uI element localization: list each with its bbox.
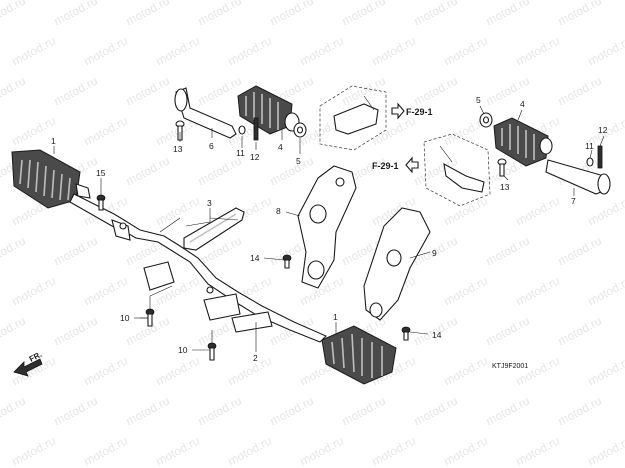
callout-9: 9 bbox=[432, 248, 437, 258]
reference-label-lower: F-29-1 bbox=[372, 161, 399, 171]
callout-7: 7 bbox=[571, 196, 576, 206]
front-direction-arrow-icon bbox=[13, 358, 43, 377]
passenger-step-arm-right bbox=[545, 159, 611, 195]
reference-label-upper: F-29-1 bbox=[406, 107, 433, 117]
leader-lines bbox=[53, 105, 605, 352]
callout-13-right: 13 bbox=[500, 182, 510, 192]
bolt-14-lower bbox=[401, 326, 411, 341]
ref-arrow-lower-icon bbox=[405, 156, 419, 174]
pin-left bbox=[238, 125, 246, 135]
cotter-pin-right bbox=[597, 145, 603, 169]
callout-13-left: 13 bbox=[173, 144, 183, 154]
callout-12-right: 12 bbox=[598, 125, 608, 135]
callout-14-lower: 14 bbox=[432, 330, 442, 340]
pin-right bbox=[586, 157, 594, 167]
callout-10-upper: 10 bbox=[120, 313, 130, 323]
right-step-rubber bbox=[321, 325, 397, 385]
callout-5-left: 5 bbox=[296, 156, 301, 166]
callout-1-right: 1 bbox=[333, 312, 338, 322]
step-holder-right bbox=[363, 207, 431, 321]
bolt-10-upper bbox=[145, 308, 155, 327]
callout-8: 8 bbox=[276, 206, 281, 216]
callout-1-left: 1 bbox=[51, 136, 56, 146]
callout-5-right: 5 bbox=[476, 95, 481, 105]
bolt-10-lower bbox=[207, 342, 217, 361]
callout-2: 2 bbox=[253, 353, 258, 363]
bolt-15 bbox=[96, 194, 106, 211]
step-bar bbox=[69, 193, 327, 343]
callout-10-lower: 10 bbox=[178, 345, 188, 355]
cotter-pin-left bbox=[253, 117, 259, 141]
callout-15: 15 bbox=[96, 168, 106, 178]
bolt-14-upper bbox=[282, 254, 292, 269]
callout-4-left: 4 bbox=[278, 142, 283, 152]
diagram-code: KTJ9F2001 bbox=[492, 363, 528, 370]
callout-6: 6 bbox=[209, 141, 214, 151]
callout-14-upper: 14 bbox=[250, 253, 260, 263]
callout-12-left: 12 bbox=[250, 152, 260, 162]
passenger-step-arm bbox=[174, 87, 237, 139]
callout-3: 3 bbox=[207, 198, 212, 208]
passenger-peg-rubber-right bbox=[493, 117, 553, 167]
reference-box-lower bbox=[423, 133, 491, 207]
ref-arrow-upper-icon bbox=[391, 102, 405, 120]
reference-box-upper bbox=[319, 85, 387, 151]
callout-11-left: 11 bbox=[236, 148, 245, 158]
bolt-right bbox=[497, 158, 507, 177]
callout-11-right: 11 bbox=[585, 141, 594, 151]
callout-4-right: 4 bbox=[520, 99, 525, 109]
heel-guard bbox=[183, 207, 245, 251]
passenger-peg-rubber-left bbox=[237, 85, 300, 135]
step-holder-left bbox=[297, 165, 357, 289]
